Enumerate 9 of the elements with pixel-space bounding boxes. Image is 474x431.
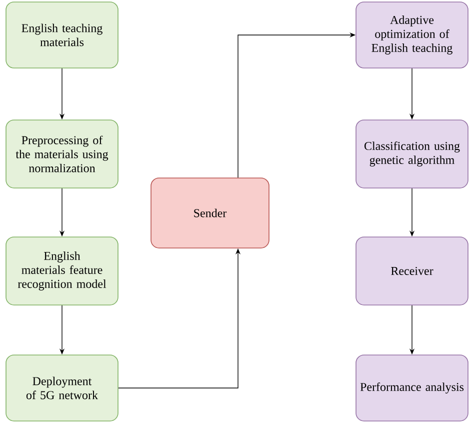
process-box: Sender: [150, 178, 270, 248]
process-box: Performance analysis: [356, 354, 468, 422]
process-box: Receiver: [356, 236, 468, 306]
process-box: Preprocessing of the materials using normalization: [6, 120, 118, 188]
process-box: English teaching materials: [6, 2, 118, 68]
process-box: Deployment of 5G network: [6, 354, 118, 422]
process-box: English materials feature recognition model: [6, 236, 118, 306]
process-box: Adaptive optimization of English teaching: [356, 2, 468, 68]
process-box: Classification using genetic algorithm: [356, 120, 468, 188]
